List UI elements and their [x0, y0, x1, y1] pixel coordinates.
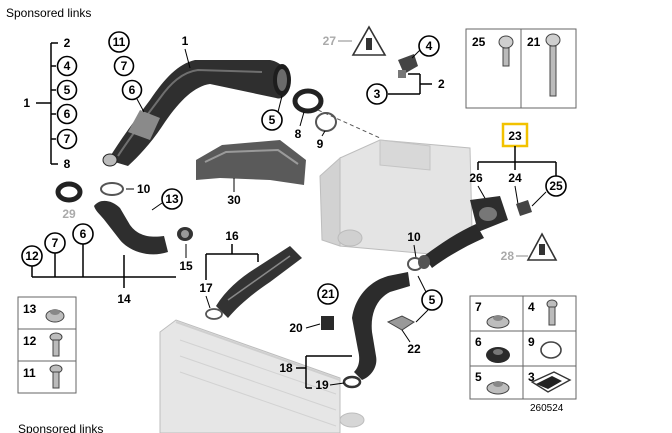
- callout-24[interactable]: 24: [508, 171, 522, 185]
- bolt-head-icon: [545, 33, 561, 47]
- box-label-3[interactable]: 3: [528, 370, 535, 384]
- callout-13[interactable]: 13: [165, 192, 179, 206]
- resonator-part: 30: [196, 140, 306, 207]
- air-filter-housing: [319, 139, 473, 255]
- callout-4-left[interactable]: 4: [64, 59, 71, 73]
- box-label-4[interactable]: 4: [528, 300, 535, 314]
- callout-11-top[interactable]: 11: [113, 35, 126, 49]
- sponsored-links-bottom[interactable]: Sponsored links: [18, 422, 104, 433]
- box-label-21[interactable]: 21: [527, 35, 541, 49]
- callout-8-left[interactable]: 8: [64, 157, 71, 171]
- callout-30[interactable]: 30: [227, 193, 241, 207]
- sensor-group-top: 27 4 2 3: [323, 25, 445, 105]
- upper-intake-pipe: 11 7 6 1: [102, 31, 291, 167]
- callout-25-right[interactable]: 25: [549, 179, 563, 193]
- callout-17[interactable]: 17: [199, 281, 213, 295]
- box-label-9[interactable]: 9: [528, 335, 535, 349]
- callout-28[interactable]: 28: [501, 249, 515, 263]
- callout-8-top[interactable]: 8: [295, 127, 302, 141]
- box-label-11[interactable]: 11: [23, 366, 36, 380]
- callout-21-mid[interactable]: 21: [321, 287, 335, 301]
- callout-7-mid[interactable]: 7: [52, 236, 59, 250]
- callout-2-top-right[interactable]: 2: [438, 77, 445, 91]
- callout-5-left[interactable]: 5: [64, 83, 71, 97]
- hardware-box-bottom-right: 7 4 6 9 5 3: [469, 295, 577, 400]
- callout-26[interactable]: 26: [469, 171, 483, 185]
- callout-6-left[interactable]: 6: [64, 107, 71, 121]
- box-label-13[interactable]: 13: [23, 302, 37, 316]
- callout-4-top-right[interactable]: 4: [426, 39, 433, 53]
- callout-19[interactable]: 19: [315, 378, 329, 392]
- callout-15[interactable]: 15: [179, 259, 193, 273]
- callout-12[interactable]: 12: [25, 249, 39, 263]
- intercooler: [159, 319, 365, 433]
- box-label-12[interactable]: 12: [23, 334, 37, 348]
- callout-1-top[interactable]: 1: [182, 34, 189, 48]
- box-label-7[interactable]: 7: [475, 300, 482, 314]
- callout-7-top[interactable]: 7: [121, 59, 128, 73]
- callout-6-mid[interactable]: 6: [80, 227, 87, 241]
- callout-5-top[interactable]: 5: [269, 113, 276, 127]
- callout-2-left[interactable]: 2: [64, 36, 71, 50]
- left-bracket-list: 1 2 4 5 6 7 8: [23, 36, 78, 171]
- callout-18[interactable]: 18: [279, 361, 293, 375]
- lower-right-hose-group: 10 5 21 20 22 18 19: [279, 230, 443, 392]
- callout-14[interactable]: 14: [117, 292, 131, 306]
- diagram-id: 260524: [530, 403, 564, 414]
- hardware-box-left: 13 12 11: [17, 296, 77, 394]
- callout-20[interactable]: 20: [289, 321, 303, 335]
- right-sensor-hose-group: 23 26 24 25 28: [418, 122, 567, 269]
- callout-3[interactable]: 3: [374, 87, 381, 101]
- callout-22[interactable]: 22: [407, 342, 421, 356]
- box-label-25[interactable]: 25: [472, 35, 486, 49]
- callout-27[interactable]: 27: [323, 34, 337, 48]
- sponsored-links-top[interactable]: Sponsored links: [6, 6, 92, 20]
- box-label-5[interactable]: 5: [475, 370, 482, 384]
- callout-23[interactable]: 23: [508, 129, 522, 143]
- lower-left-pipe-group: 29 10 13 15 7 6 12 14: [21, 181, 193, 306]
- box-label-6[interactable]: 6: [475, 335, 482, 349]
- clamps-top: 5 8 9: [261, 88, 381, 151]
- screw-head-icon: [498, 35, 514, 49]
- callout-16[interactable]: 16: [225, 229, 239, 243]
- callout-10-right[interactable]: 10: [407, 230, 421, 244]
- callout-7-left[interactable]: 7: [64, 132, 71, 146]
- o-ring-icon: [540, 341, 562, 359]
- callout-1-left[interactable]: 1: [23, 96, 30, 110]
- callout-10-left[interactable]: 10: [137, 182, 151, 196]
- callout-5-right[interactable]: 5: [429, 293, 436, 307]
- hardware-box-top-right: 25 21: [465, 28, 577, 109]
- callout-6-top[interactable]: 6: [129, 83, 136, 97]
- middle-hose-group: 16 17: [199, 229, 302, 320]
- callout-9[interactable]: 9: [317, 137, 324, 151]
- callout-29[interactable]: 29: [62, 207, 76, 221]
